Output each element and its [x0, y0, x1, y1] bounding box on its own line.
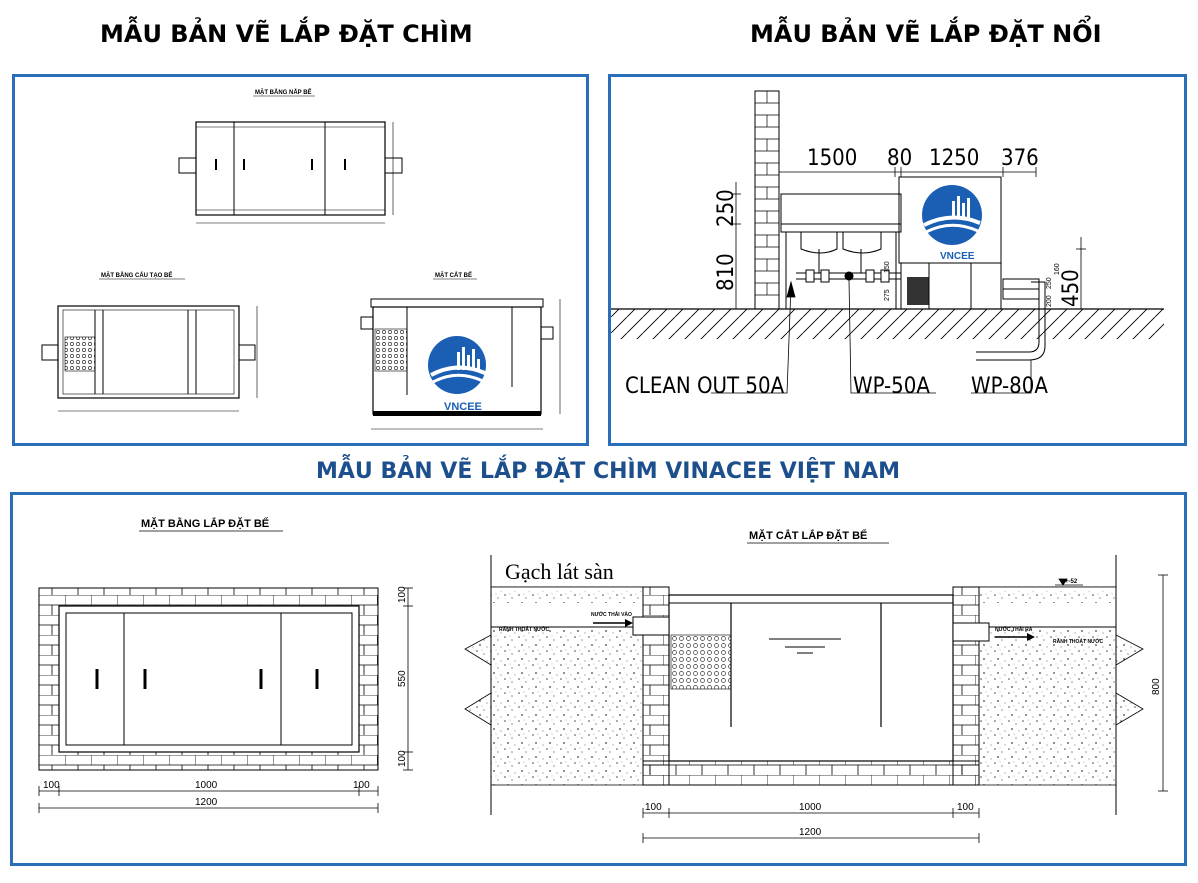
dim-810: 810	[714, 253, 739, 291]
inlet-channel-label: RÃNH THOÁT NƯỚC	[499, 625, 549, 633]
panel-vinacee-installation: MẶT BẰNG LẮP ĐẶT BỂ 100 550 100 100 1000…	[10, 492, 1187, 866]
section-label: MẶT CẮT BỂ	[435, 271, 472, 279]
label-clean-out: CLEAN OUT 50A	[625, 374, 785, 399]
section-total-1200: 1200	[799, 827, 822, 838]
plan-dim-550: 550	[397, 670, 408, 687]
vncee-logo: VNCEE	[428, 336, 486, 413]
dim-80: 80	[887, 146, 912, 171]
panel-surface-drawing: VNCEE 1500 80 1250 376 250 810 450 275 1…	[608, 74, 1187, 446]
sink-counter	[780, 193, 902, 309]
plan-dim-bottom-100: 100	[397, 750, 408, 767]
lid-plan	[178, 121, 403, 224]
section-dim-right-100: 100	[957, 802, 974, 813]
plan-total-1200: 1200	[195, 797, 218, 808]
label-leaders	[711, 279, 1032, 394]
outlet-pipe-label: NƯỚC THẢI RA	[995, 625, 1033, 633]
install-section	[464, 555, 1144, 815]
level-marker	[1055, 578, 1083, 586]
heading-submerged-install: MẪU BẢN VẼ LẮP ĐẶT CHÌM	[100, 20, 473, 48]
outlet-channel-label: RÃNH THOÁT NƯỚC	[1053, 637, 1103, 645]
logo-text: VNCEE	[444, 401, 482, 413]
section-dimensions	[642, 574, 1168, 843]
vinacee-installation-svg: MẶT BẰNG LẮP ĐẶT BỂ 100 550 100 100 1000…	[38, 517, 1168, 843]
ground-hatch	[611, 309, 1164, 339]
section-dim-1000: 1000	[799, 802, 822, 813]
plan-dim-top-100: 100	[397, 586, 408, 603]
plan-dim-right-100: 100	[353, 780, 370, 791]
inlet-pipe-label: NƯỚC THẢI VÀO	[591, 610, 632, 618]
small-dim-250: 250	[1046, 277, 1053, 289]
tank-logo-text: VNCEE	[940, 251, 975, 262]
structure-plan	[41, 305, 258, 412]
tank-logo: VNCEE	[922, 185, 982, 262]
dim-450: 450	[1059, 269, 1084, 307]
small-dim-160: 160	[1054, 263, 1061, 275]
floor-tile-label: Gạch lát sàn	[505, 559, 614, 584]
surface-drawing-svg: VNCEE 1500 80 1250 376 250 810 450 275 1…	[611, 90, 1164, 399]
top-dimension-line	[731, 167, 1086, 309]
install-plan	[38, 587, 379, 771]
submerged-drawings-svg: MẶT BẰNG NẮP BỂ MẶT BẰNG CẤU TẠO BỂ MẶT …	[41, 88, 561, 430]
small-dim-150: 150	[884, 261, 891, 273]
structure-plan-label: MẶT BẰNG CẤU TẠO BỂ	[101, 271, 172, 279]
brick-wall	[754, 90, 780, 310]
small-dim-275: 275	[884, 289, 891, 301]
small-dim-200: 200	[1046, 295, 1053, 307]
dim-376: 376	[1001, 146, 1039, 171]
grease-tank	[898, 176, 1046, 361]
install-section-label: MẶT CẮT LẮP ĐẶT BỂ	[749, 529, 867, 542]
level-mark: +-52	[1065, 579, 1078, 585]
piping	[796, 249, 901, 283]
heading-surface-install: MẪU BẢN VẼ LẮP ĐẶT NỔI	[750, 20, 1102, 48]
section-dim-left-100: 100	[645, 802, 662, 813]
section-height-800: 800	[1151, 678, 1162, 695]
dim-1250: 1250	[929, 146, 979, 171]
dim-250: 250	[714, 189, 739, 227]
plan-dim-1000: 1000	[195, 780, 218, 791]
plan-dim-left-100: 100	[43, 780, 60, 791]
dim-1500: 1500	[807, 146, 857, 171]
label-wp-50a: WP-50A	[853, 374, 930, 399]
install-plan-label: MẶT BẰNG LẮP ĐẶT BỂ	[141, 517, 269, 530]
label-wp-80a: WP-80A	[971, 374, 1048, 399]
panel-submerged-drawings: MẶT BẰNG NẮP BỂ MẶT BẰNG CẤU TẠO BỂ MẶT …	[12, 74, 589, 446]
tank-section	[360, 298, 561, 430]
heading-vinacee-install: MẪU BẢN VẼ LẮP ĐẶT CHÌM VINACEE VIỆT NAM	[316, 459, 901, 484]
lid-plan-label: MẶT BẰNG NẮP BỂ	[255, 88, 312, 96]
plan-dimensions	[38, 587, 413, 813]
